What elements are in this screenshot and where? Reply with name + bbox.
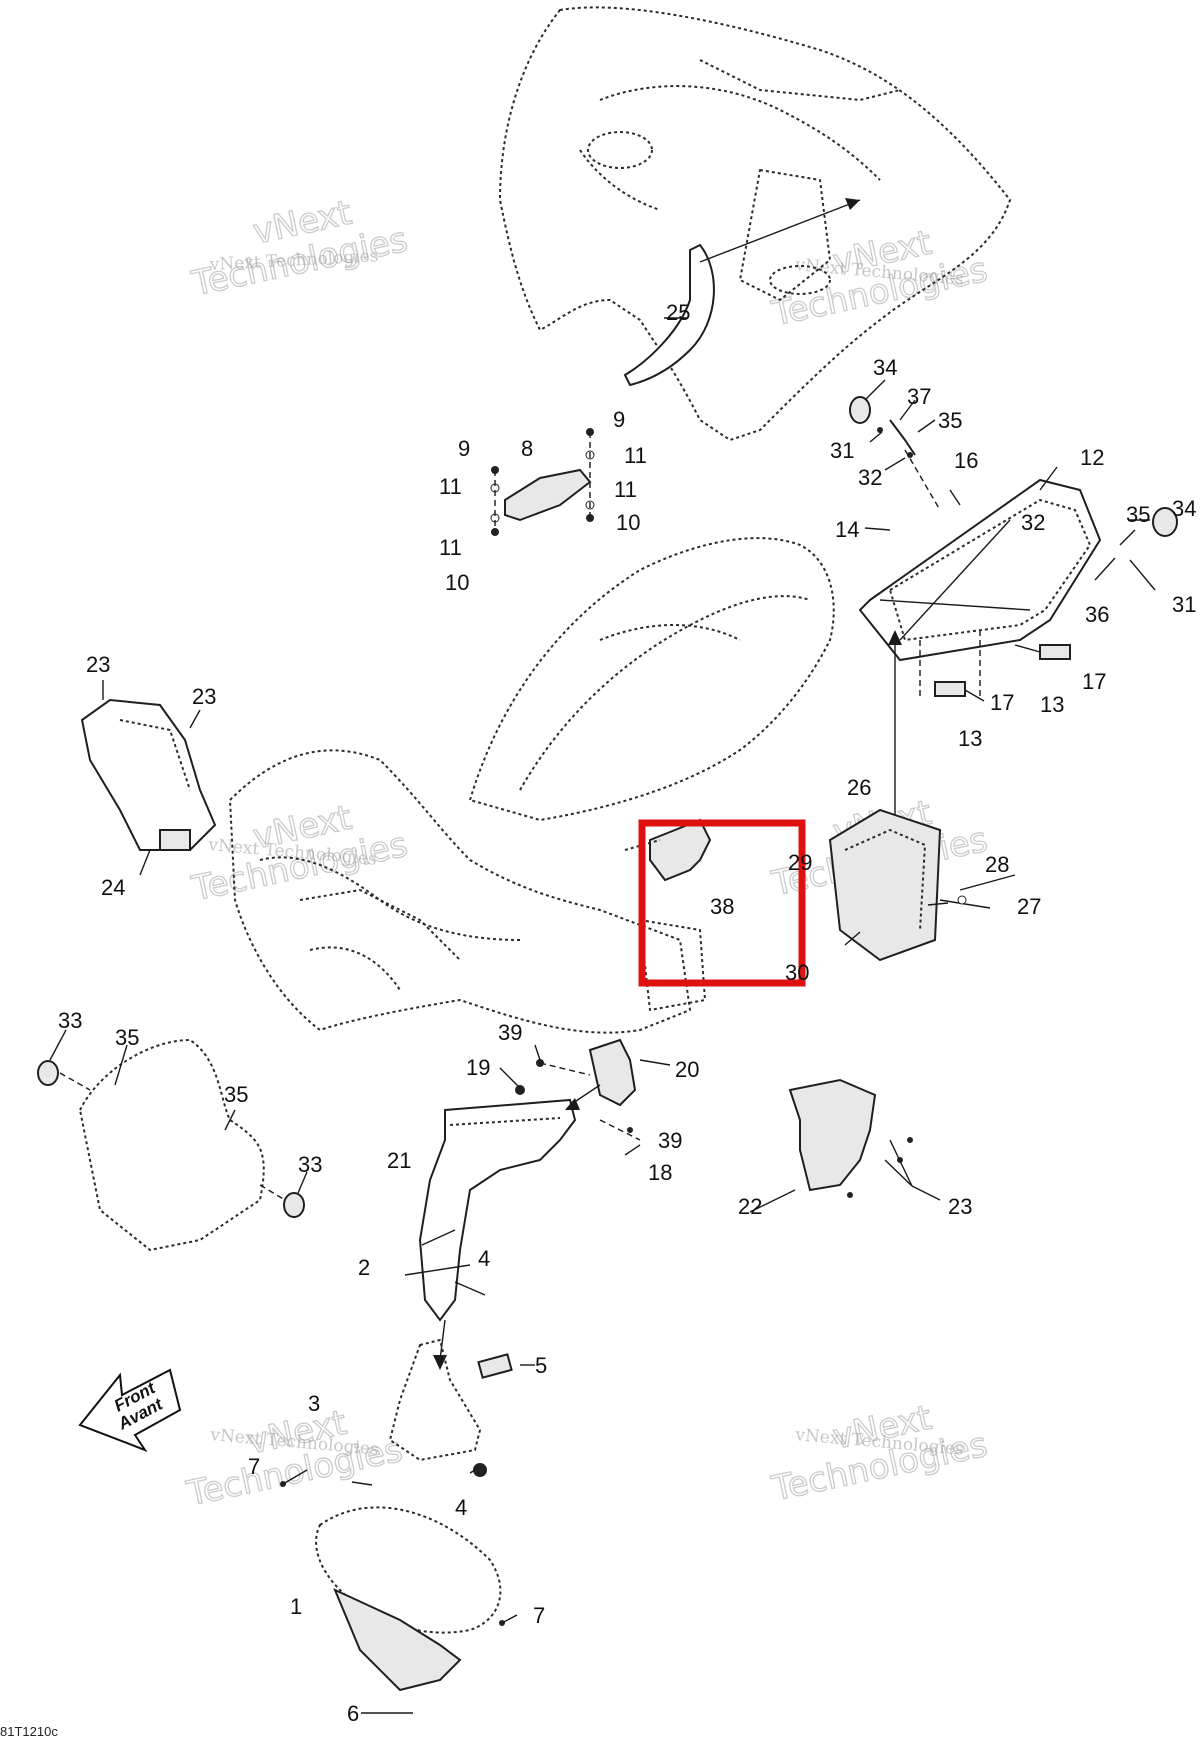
part-8-handle: [490, 428, 595, 536]
callout-2: 2: [358, 1255, 370, 1280]
callout-34-right: 34: [1172, 496, 1196, 521]
callout-34-top: 34: [873, 355, 897, 380]
callout-7-right: 7: [533, 1603, 545, 1628]
part-12-rack: [858, 478, 1102, 850]
callout-25: 25: [666, 300, 690, 325]
part-38-bracket: [624, 818, 712, 882]
callout-32-a: 32: [858, 465, 882, 490]
callout-31-top: 31: [830, 438, 854, 463]
callout-21: 21: [387, 1148, 411, 1173]
callout-13-right: 13: [1040, 692, 1064, 717]
part-25-bracket: [623, 198, 861, 387]
callout-10-a: 10: [616, 510, 640, 535]
part-33-front-panel: [37, 1039, 305, 1251]
callout-10-b: 10: [445, 570, 469, 595]
callout-17-left: 17: [990, 690, 1014, 715]
rear-fender: [499, 6, 1011, 441]
callout-14: 14: [835, 517, 859, 542]
part-24-panel: [80, 698, 217, 851]
callout-35-a: 35: [115, 1025, 139, 1050]
callout-5: 5: [535, 1353, 547, 1378]
callout-39-bottom: 39: [658, 1128, 682, 1153]
callout-20: 20: [675, 1057, 699, 1082]
callout-7-left: 7: [248, 1454, 260, 1479]
callout-4-top: 4: [478, 1246, 490, 1271]
callout-31-right: 31: [1172, 592, 1196, 617]
callout-16: 16: [954, 448, 978, 473]
callout-26: 26: [847, 775, 871, 800]
callout-27: 27: [1017, 894, 1041, 919]
callout-24: 24: [101, 875, 125, 900]
callout-30: 30: [785, 960, 809, 985]
front-body: [229, 749, 706, 1034]
callout-32-b: 32: [1021, 510, 1045, 535]
callout-6: 6: [347, 1701, 359, 1726]
callout-29: 29: [788, 850, 812, 875]
callout-11-d: 11: [439, 535, 462, 560]
callout-13-left: 13: [958, 726, 982, 751]
callout-labels: 25 9 9 8 11 11 11 10 11 10 34 37 35 31 1…: [58, 300, 1196, 1726]
part-38-highlight-box: [638, 819, 806, 987]
callout-22: 22: [738, 1194, 762, 1219]
parts-34-37: [849, 396, 1178, 537]
callout-37: 37: [907, 384, 931, 409]
callout-23-b: 23: [192, 684, 216, 709]
callout-28: 28: [985, 852, 1009, 877]
part-30-box: [828, 808, 991, 962]
callout-23-a: 23: [86, 652, 110, 677]
callout-33-right: 33: [298, 1152, 322, 1177]
part-1-bumper: [280, 1481, 505, 1692]
callout-11-b: 11: [439, 474, 462, 499]
callout-35-b: 35: [224, 1082, 248, 1107]
part-21-frame: [418, 1098, 577, 1370]
callout-8: 8: [521, 436, 533, 461]
callout-1: 1: [290, 1594, 302, 1619]
callout-23-c: 23: [948, 1194, 972, 1219]
callout-4-bottom: 4: [455, 1495, 467, 1520]
part-3-mount: [389, 1339, 535, 1477]
part-20-bracket: [515, 1038, 641, 1141]
callout-17-right: 17: [1082, 669, 1106, 694]
callout-11-c: 11: [614, 477, 637, 502]
callout-39-top: 39: [498, 1020, 522, 1045]
callout-12: 12: [1080, 445, 1104, 470]
callout-9-left: 9: [458, 436, 470, 461]
callout-35-right: 35: [1126, 502, 1150, 527]
seat-body: [469, 537, 835, 821]
callout-35-top: 35: [938, 408, 962, 433]
callout-36: 36: [1085, 602, 1109, 627]
drawing-code: 81T1210c: [0, 1724, 58, 1739]
callout-33-left: 33: [58, 1008, 82, 1033]
callout-19: 19: [466, 1055, 490, 1080]
callout-18: 18: [648, 1160, 672, 1185]
front-direction-arrow: Front Avant: [78, 1368, 182, 1453]
callout-3: 3: [308, 1391, 320, 1416]
callout-11-a: 11: [624, 443, 647, 468]
part-22-flap: [788, 1078, 913, 1198]
callout-38: 38: [710, 894, 734, 919]
callout-9-right: 9: [613, 407, 625, 432]
callout-leaders: [49, 379, 1156, 1714]
